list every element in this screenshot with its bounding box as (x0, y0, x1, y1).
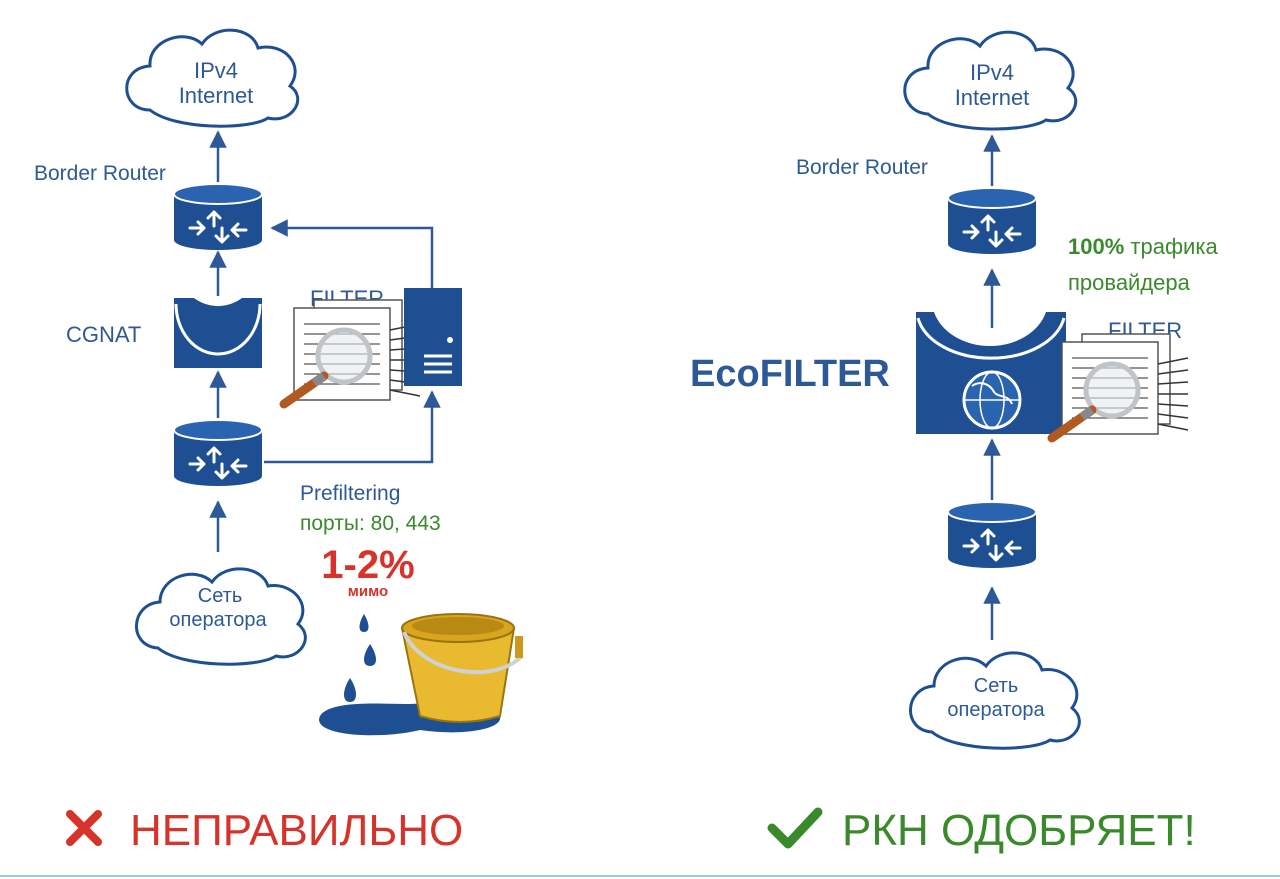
traffic-share-label: 100% трафика (1068, 234, 1218, 259)
ipv4-internet-cloud: IPv4 Internet (125, 28, 300, 128)
cloud-label-line1: IPv4 (194, 58, 238, 83)
cloud-label-line1: Сеть (974, 675, 1018, 697)
operator-router-icon (172, 418, 264, 488)
operator-network-cloud: Сеть оператора (135, 567, 307, 666)
leak-percent: 1-2% (321, 543, 414, 587)
border-router-icon (172, 182, 264, 252)
cloud-label-line2: оператора (947, 699, 1045, 721)
cgnat-label: CGNAT (66, 322, 141, 347)
cloud-label-line1: IPv4 (970, 60, 1014, 85)
verdict-label: НЕПРАВИЛЬНО (130, 806, 463, 855)
verdict-label: РКН ОДОБРЯЕТ! (842, 806, 1196, 855)
cgnat-icon (174, 298, 262, 368)
ipv4-internet-cloud: IPv4 Internet (903, 30, 1078, 131)
filter-server-icon (404, 288, 462, 386)
border-router-label: Border Router (34, 162, 166, 185)
cloud-label-line2: Internet (179, 83, 254, 108)
operator-router-icon (946, 500, 1038, 570)
left-diagram: IPv4 Internet Border Router CGNAT Сеть о… (34, 28, 524, 855)
prefiltering-label: Prefiltering (300, 482, 400, 505)
filter-docs-icon (284, 300, 420, 404)
cross-icon (66, 810, 102, 846)
traffic-provider-label: провайдера (1068, 270, 1191, 295)
water-drops-icon (344, 614, 376, 702)
bucket-icon (400, 613, 524, 723)
cloud-label-line1: Сеть (198, 585, 242, 607)
check-icon (767, 807, 823, 849)
cloud-label-line2: Internet (955, 85, 1030, 110)
globe-icon (962, 370, 1022, 430)
ecofilter-label: EcoFILTER (690, 353, 890, 395)
right-diagram: IPv4 Internet Border Router 100% трафика… (690, 30, 1218, 855)
verdict-approved: РКН ОДОБРЯЕТ! (767, 806, 1196, 855)
ports-label: порты: 80, 443 (300, 512, 441, 535)
leak-word: мимо (348, 583, 388, 600)
border-router-label: Border Router (796, 156, 928, 179)
cloud-label-line2: оператора (169, 609, 267, 631)
filter-docs-icon (1052, 334, 1188, 438)
verdict-wrong: НЕПРАВИЛЬНО (66, 806, 463, 855)
operator-network-cloud: Сеть оператора (909, 651, 1081, 750)
border-router-icon (946, 186, 1038, 256)
